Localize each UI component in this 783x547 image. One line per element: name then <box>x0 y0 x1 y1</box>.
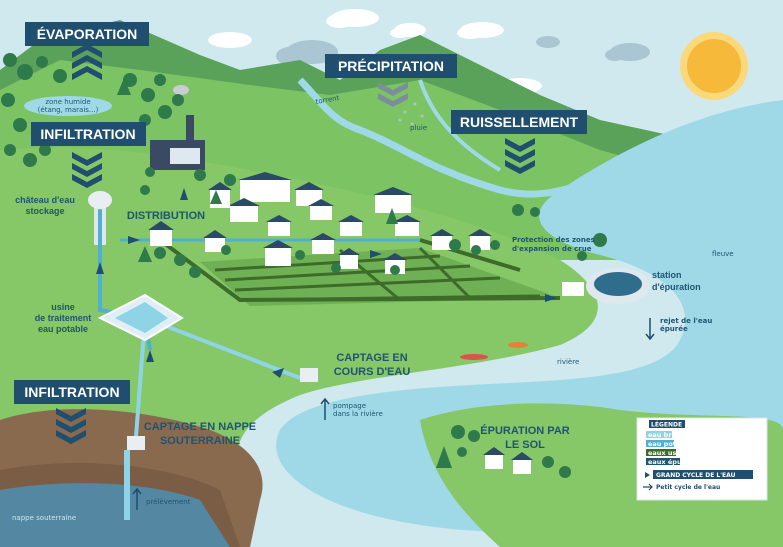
torrent-stream <box>297 77 601 198</box>
svg-text:INFILTRATION: INFILTRATION <box>40 126 135 142</box>
label-usine-traitement: de traitement <box>35 313 92 323</box>
chevron-stack-icon <box>56 408 86 444</box>
title-precipitation: PRÉCIPITATION <box>325 54 457 78</box>
chevron-stack-icon <box>72 152 102 188</box>
arrow-right-icon <box>643 483 653 491</box>
wetland-pond <box>24 96 112 116</box>
house-icon <box>148 172 533 474</box>
label-protection-2: d'expansion de crue <box>512 245 592 253</box>
pump-station-icon <box>127 368 318 450</box>
label-protection: Protection des zones <box>512 236 595 244</box>
label-zone-humide: zone humide <box>45 98 90 106</box>
cloud-icon <box>326 9 379 28</box>
cloud-icon <box>605 43 650 61</box>
chevron-icon <box>645 472 650 478</box>
label-epuration-sol: ÉPURATION PAR <box>480 424 569 437</box>
svg-text:PRÉCIPITATION: PRÉCIPITATION <box>338 58 444 74</box>
label-pompage: pompage <box>333 402 366 410</box>
stream <box>418 79 502 172</box>
label-prelevement: prélèvement <box>146 498 191 506</box>
cloud-icon <box>208 32 252 48</box>
label-usine: usine <box>51 302 75 312</box>
label-chateau: château d'eau <box>15 195 75 205</box>
title-infiltration-bottom: INFILTRATION <box>14 380 130 404</box>
label-pompage-riviere: dans la rivière <box>333 410 383 418</box>
canoe-icon <box>460 342 528 360</box>
legend-title: LÉGENDE <box>651 421 682 429</box>
arrow-up-icon <box>132 318 655 510</box>
label-fleuve: fleuve <box>712 250 734 258</box>
label-chateau-stockage: stockage <box>25 206 64 216</box>
label-zone-humide-detail: (étang, marais...) <box>38 106 99 114</box>
label-captage-nappe-2: SOUTERRAINE <box>160 435 240 447</box>
svg-text:ÉVAPORATION: ÉVAPORATION <box>37 26 138 42</box>
label-usine-eau-potable: eau potable <box>38 324 88 334</box>
legend-item: eau brute <box>648 431 684 439</box>
title-evaporation: ÉVAPORATION <box>25 22 149 46</box>
label-rejet-epuree: épurée <box>660 325 688 333</box>
title-ruissellement: RUISSELLEMENT <box>451 110 587 134</box>
label-nappe: nappe souterraine <box>12 514 76 522</box>
label-rejet: rejet de l'eau <box>660 317 712 325</box>
chevron-stack-icon <box>505 138 535 174</box>
water-tower-icon <box>88 191 112 245</box>
svg-text:RUISSELLEMENT: RUISSELLEMENT <box>460 114 579 130</box>
raw-water-pipe <box>144 316 301 380</box>
svg-text:INFILTRATION: INFILTRATION <box>24 384 119 400</box>
title-infiltration-top: INFILTRATION <box>31 122 146 146</box>
legend: LÉGENDE eau brute eau potable eaux usées… <box>636 417 768 501</box>
legend-grand-cycle: GRAND CYCLE DE L'EAU <box>656 472 736 479</box>
sun-icon <box>680 32 748 100</box>
aquifer <box>0 483 230 547</box>
legend-petit-cycle: Petit cycle de l'eau <box>656 484 720 491</box>
label-captage-nappe: CAPTAGE EN NAPPE <box>144 421 256 433</box>
chevron-stack-icon <box>378 82 408 107</box>
cloud-icon <box>457 22 504 39</box>
wastewater-pipe <box>158 238 561 303</box>
legend-item: eaux usées <box>648 449 689 457</box>
label-distribution: DISTRIBUTION <box>127 210 205 222</box>
treatment-plant-icon <box>97 293 184 342</box>
label-station: station <box>652 270 682 280</box>
tree-icon <box>1 53 607 478</box>
legend-item: eaux épurées <box>648 458 698 466</box>
label-captage-cours-eau: CAPTAGE EN <box>336 352 407 364</box>
label-captage-cours-eau-2: COURS D'EAU <box>334 366 411 378</box>
wastewater-plant-icon <box>562 268 650 304</box>
label-riviere: rivière <box>557 358 579 366</box>
label-pluie: pluie <box>410 124 427 132</box>
factory-icon <box>150 85 205 170</box>
cloud-icon <box>536 36 560 48</box>
legend-item: eau potable <box>648 440 692 448</box>
chevron-stack-icon <box>72 44 102 80</box>
field <box>0 147 598 470</box>
label-epuration-sol-2: LE SOL <box>505 439 545 451</box>
cloud-icon <box>390 23 426 38</box>
label-station-epuration: d'épuration <box>652 282 701 292</box>
